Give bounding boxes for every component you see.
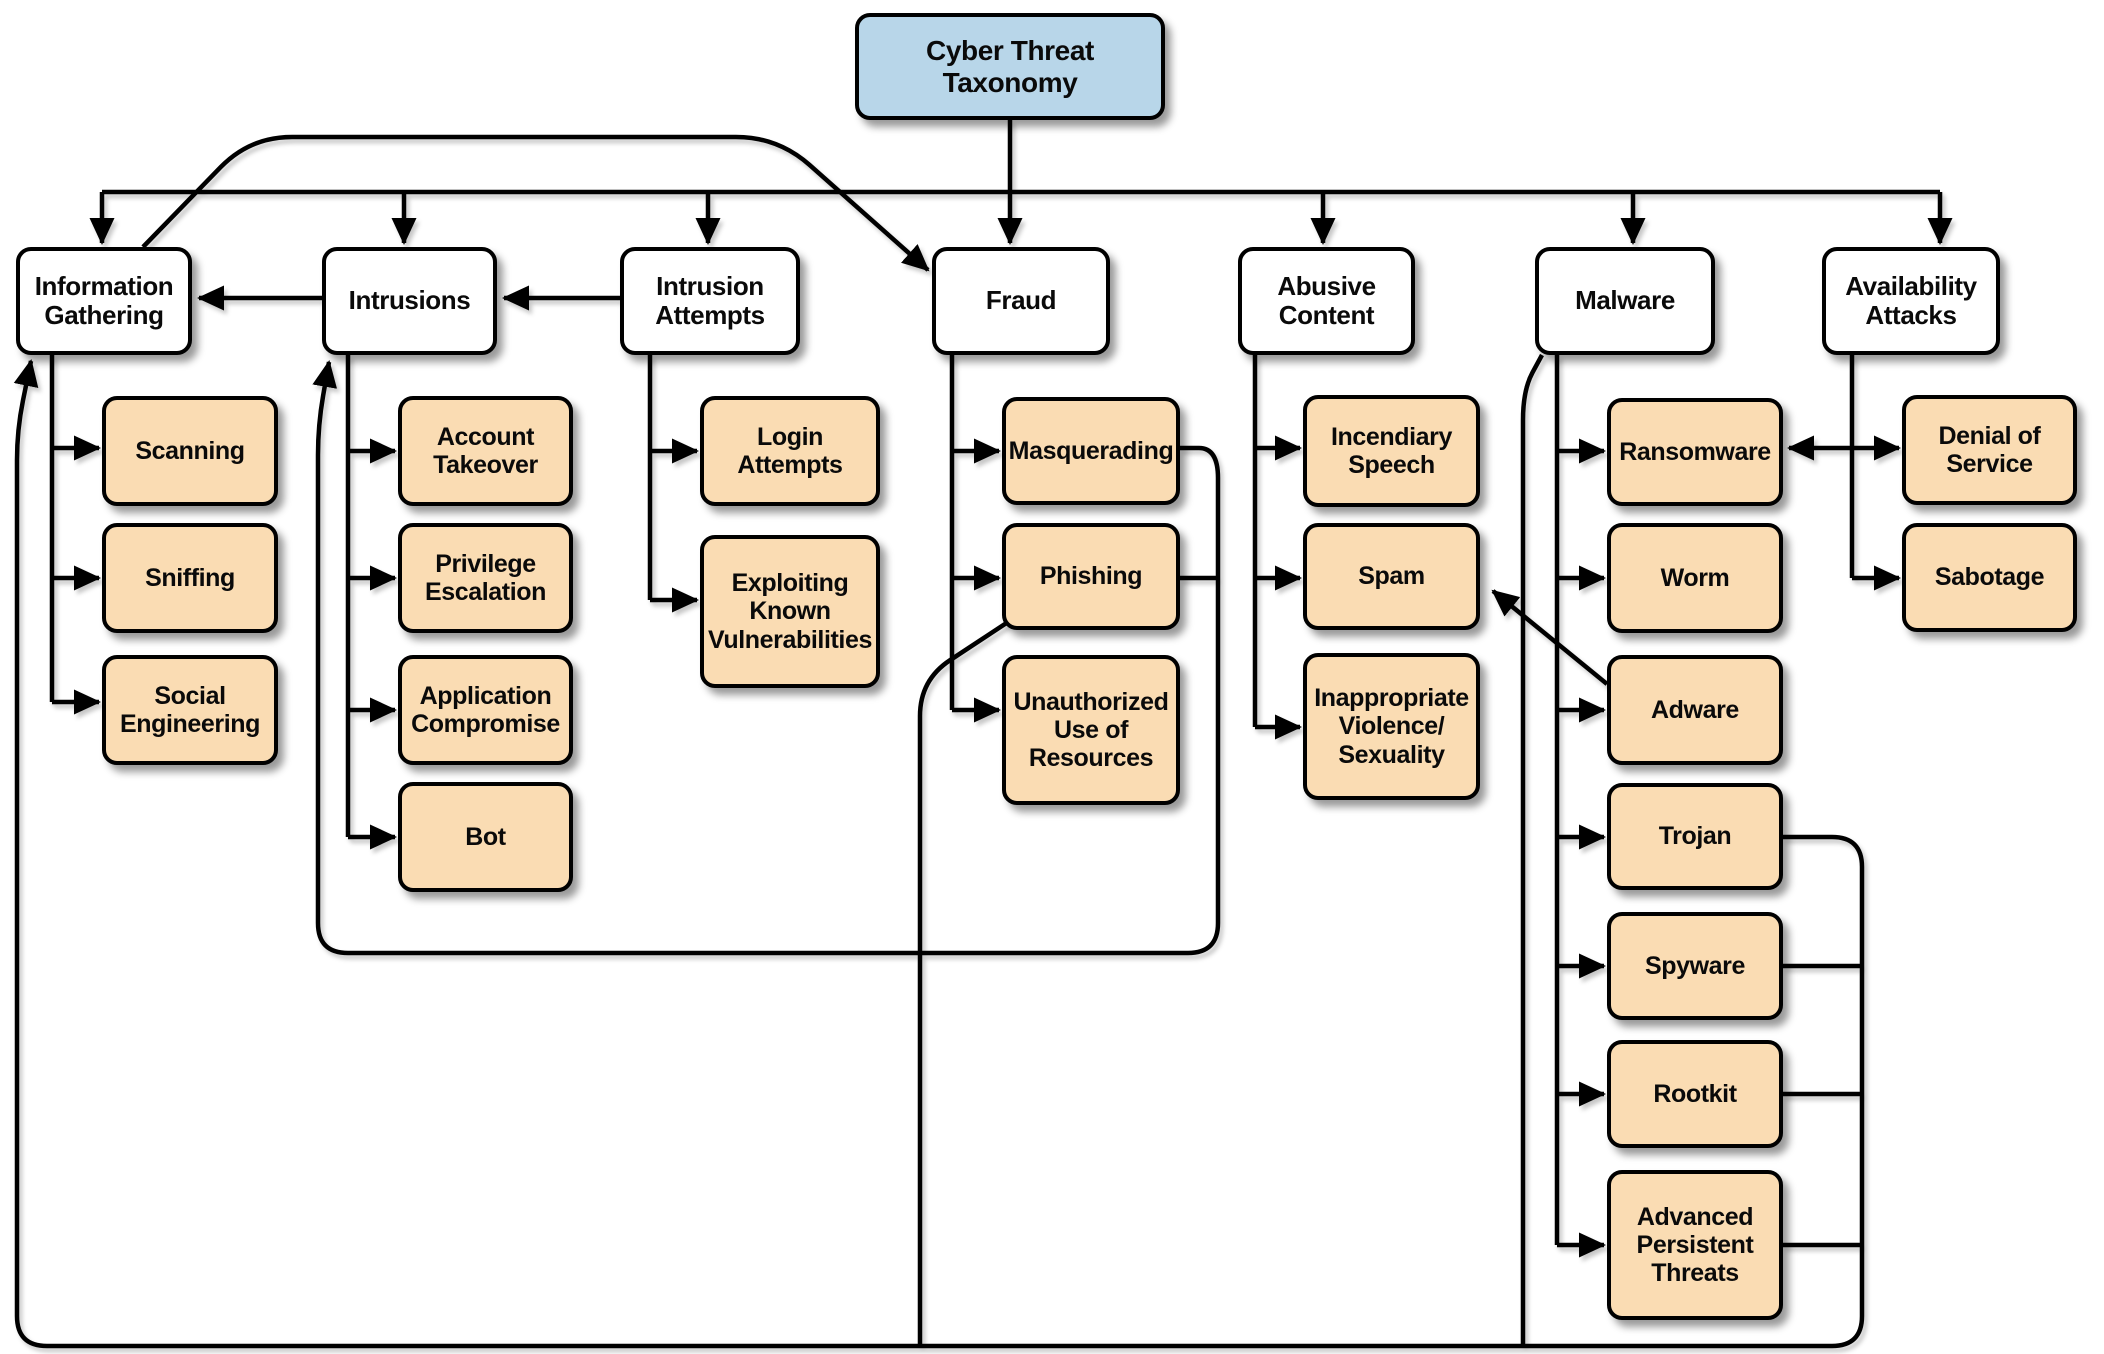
node-bot: Bot [398, 782, 573, 892]
node-label-intrusions: Intrusions [348, 285, 471, 316]
node-label-cyber-threat-taxonomy: Cyber Threat Taxonomy [926, 34, 1094, 98]
node-label-inappropriate-violence-sexuality: Inappropriate Violence/ Sexuality [1314, 684, 1469, 769]
node-exploiting-known-vulnerabilities: Exploiting Known Vulnerabilities [700, 535, 880, 688]
node-spyware: Spyware [1607, 912, 1783, 1020]
node-label-scanning: Scanning [135, 436, 245, 465]
edge-information-gathering-to-fraud [141, 134, 930, 272]
node-label-sniffing: Sniffing [145, 563, 235, 592]
node-worm: Worm [1607, 523, 1783, 633]
node-label-spyware: Spyware [1644, 951, 1746, 980]
node-inappropriate-violence-sexuality: Inappropriate Violence/ Sexuality [1303, 653, 1480, 800]
node-label-phishing: Phishing [1039, 562, 1143, 591]
node-privilege-escalation: Privilege Escalation [398, 523, 573, 633]
node-malware: Malware [1535, 247, 1715, 355]
node-label-account-takeover: Account Takeover [433, 422, 538, 479]
node-ransomware: Ransomware [1607, 398, 1783, 506]
node-social-engineering: Social Engineering [102, 655, 278, 765]
node-masquerading: Masquerading [1002, 397, 1180, 505]
node-cyber-threat-taxonomy: Cyber Threat Taxonomy [855, 13, 1165, 120]
node-label-bot: Bot [465, 822, 506, 851]
node-scanning: Scanning [102, 396, 278, 506]
node-abusive-content: Abusive Content [1238, 247, 1415, 355]
edge-trojan-loop-to-information-gathering [13, 359, 1865, 1349]
node-phishing: Phishing [1002, 523, 1180, 630]
node-account-takeover: Account Takeover [398, 396, 573, 506]
edge-adware-to-spam [1491, 589, 1609, 686]
node-adware: Adware [1607, 655, 1783, 765]
node-label-masquerading: Masquerading [1008, 436, 1174, 465]
node-intrusions: Intrusions [322, 247, 497, 355]
node-unauthorized-use-of-resources: Unauthorized Use of Resources [1002, 655, 1180, 805]
edge-masquerading-to-intrusions [312, 360, 1221, 956]
edge-malware-to-bottom-rail [1520, 353, 1544, 1346]
node-label-sabotage: Sabotage [1934, 563, 2045, 592]
node-label-availability-attacks: Availability Attacks [1845, 270, 1977, 330]
node-label-social-engineering: Social Engineering [119, 681, 261, 738]
node-trojan: Trojan [1607, 783, 1783, 890]
node-label-fraud: Fraud [985, 285, 1057, 316]
edge-phishing-to-bottom-rail [917, 620, 1010, 1346]
node-label-denial-of-service: Denial of Service [1938, 421, 2041, 478]
node-information-gathering: Information Gathering [16, 247, 192, 355]
node-label-unauthorized-use-of-resources: Unauthorized Use of Resources [1013, 687, 1169, 773]
node-label-intrusion-attempts: Intrusion Attempts [655, 270, 765, 330]
node-label-exploiting-known-vulnerabilities: Exploiting Known Vulnerabilities [708, 569, 872, 654]
node-rootkit: Rootkit [1607, 1040, 1783, 1148]
node-label-advanced-persistent-threats: Advanced Persistent Threats [1636, 1202, 1754, 1288]
node-incendiary-speech: Incendiary Speech [1303, 395, 1480, 507]
node-label-application-compromise: Application Compromise [411, 681, 560, 738]
node-label-privilege-escalation: Privilege Escalation [424, 549, 547, 606]
node-intrusion-attempts: Intrusion Attempts [620, 247, 800, 355]
node-spam: Spam [1303, 523, 1480, 630]
node-label-adware: Adware [1651, 695, 1739, 724]
node-denial-of-service: Denial of Service [1902, 395, 2077, 505]
node-label-worm: Worm [1660, 563, 1730, 592]
node-sabotage: Sabotage [1902, 523, 2077, 632]
node-sniffing: Sniffing [102, 523, 278, 633]
node-application-compromise: Application Compromise [398, 655, 573, 765]
node-label-information-gathering: Information Gathering [34, 270, 174, 330]
node-login-attempts: Login Attempts [700, 396, 880, 506]
node-availability-attacks: Availability Attacks [1822, 247, 2000, 355]
node-label-ransomware: Ransomware [1619, 437, 1771, 466]
node-label-spam: Spam [1358, 562, 1425, 591]
node-label-trojan: Trojan [1658, 822, 1732, 851]
node-label-rootkit: Rootkit [1653, 1079, 1737, 1108]
node-label-incendiary-speech: Incendiary Speech [1330, 422, 1453, 479]
node-label-abusive-content: Abusive Content [1277, 270, 1376, 330]
node-label-malware: Malware [1575, 285, 1675, 316]
node-label-login-attempts: Login Attempts [737, 422, 843, 479]
node-fraud: Fraud [932, 247, 1110, 355]
node-advanced-persistent-threats: Advanced Persistent Threats [1607, 1170, 1783, 1320]
